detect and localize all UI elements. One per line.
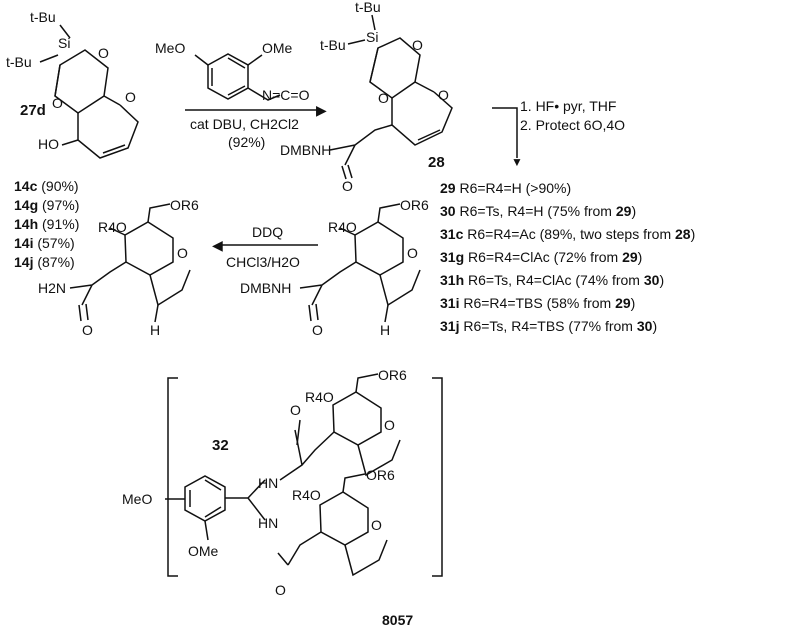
ring-o-27d: O [125, 89, 136, 105]
carbonyl-o-mid: O [312, 322, 323, 338]
compound-label-28: 28 [428, 154, 445, 171]
meo-label-32: MeO [122, 491, 152, 507]
si-label-28: Si [366, 29, 378, 45]
tbu-label-28-b: t-Bu [320, 37, 346, 53]
product-14c: 14c (90%) [14, 178, 79, 194]
r4o-label-14: R4O [98, 219, 127, 235]
o-label-28-b: O [378, 90, 389, 106]
carbonyl-o-14: O [82, 322, 93, 338]
ddq-solvent: CHCl3/H2O [226, 254, 300, 270]
product-31h: 31h R6=Ts, R4=ClAc (74% from 30) [440, 272, 665, 288]
step2-line1: 1. HF• pyr, THF [520, 98, 617, 114]
compound-label-32: 32 [212, 437, 229, 454]
product-14h: 14h (91%) [14, 216, 80, 232]
h-label-14: H [150, 322, 160, 338]
carbonyl-o-32b: O [275, 582, 286, 598]
r4o-label-32b: R4O [292, 487, 321, 503]
r4o-label-mid: R4O [328, 219, 357, 235]
hn-label-32a: HN [258, 475, 278, 491]
product-31g: 31g R6=R4=ClAc (72% from 29) [440, 249, 643, 265]
ring-o-32b: O [371, 517, 382, 533]
product-14g: 14g (97%) [14, 197, 80, 213]
ho-label-27d: HO [38, 136, 59, 152]
product-31i: 31i R6=R4=TBS (58% from 29) [440, 295, 636, 311]
ring-o-14: O [177, 245, 188, 261]
r4o-label-32a: R4O [305, 389, 334, 405]
reagent-catalyst: cat DBU, CH2Cl2 [190, 116, 299, 132]
carbonyl-o-28: O [342, 178, 353, 194]
product-31c: 31c R6=R4=Ac (89%, two steps from 28) [440, 226, 696, 242]
tbu-label-27d-b: t-Bu [6, 54, 32, 70]
product-30: 30 R6=Ts, R4=H (75% from 29) [440, 203, 637, 219]
product-31j: 31j R6=Ts, R4=TBS (77% from 30) [440, 318, 658, 334]
h2n-label-14: H2N [38, 280, 66, 296]
o-label-27d-b: O [52, 95, 63, 111]
ome-label-32: OMe [188, 543, 219, 559]
step2-line2: 2. Protect 6O,4O [520, 117, 626, 133]
si-label-27d: Si [58, 35, 70, 51]
or6-label-32a: OR6 [378, 367, 407, 383]
ring-o-28: O [438, 87, 449, 103]
compound-label-27d: 27d [20, 102, 46, 119]
product-14i: 14i (57%) [14, 235, 75, 251]
ring-o-32a: O [384, 417, 395, 433]
h-label-mid: H [380, 322, 390, 338]
reagent-methoxy-a: MeO [155, 40, 186, 56]
dmbnh-label-mid: DMBNH [240, 280, 291, 296]
o-label-28: O [412, 37, 423, 53]
product-14j: 14j (87%) [14, 254, 75, 270]
dmbnh-label-28: DMBNH [280, 142, 331, 158]
arrowhead-1: ▶ [316, 102, 327, 118]
reagent-methoxy-b: OMe [262, 40, 293, 56]
reagent-isocyanate: N=C=O [262, 87, 310, 103]
reagent-yield: (92%) [228, 134, 266, 150]
tbu-label-28-a: t-Bu [355, 0, 381, 15]
arrowhead-2: ▼ [511, 155, 523, 169]
figure-code: 8057 [382, 612, 414, 628]
ddq-reagent: DDQ [252, 224, 284, 240]
tbu-label-27d-a: t-Bu [30, 9, 56, 25]
or6-label-14: OR6 [170, 197, 199, 213]
or6-label-32b: OR6 [366, 467, 395, 483]
or6-label-mid: OR6 [400, 197, 429, 213]
carbonyl-o-32a: O [290, 402, 301, 418]
arrowhead-ddq: ◀ [212, 237, 223, 253]
product-29: 29 R6=R4=H (>90%) [440, 180, 572, 196]
o-label-27d: O [98, 45, 109, 61]
hn-label-32b: HN [258, 515, 278, 531]
ring-o-mid: O [407, 245, 418, 261]
